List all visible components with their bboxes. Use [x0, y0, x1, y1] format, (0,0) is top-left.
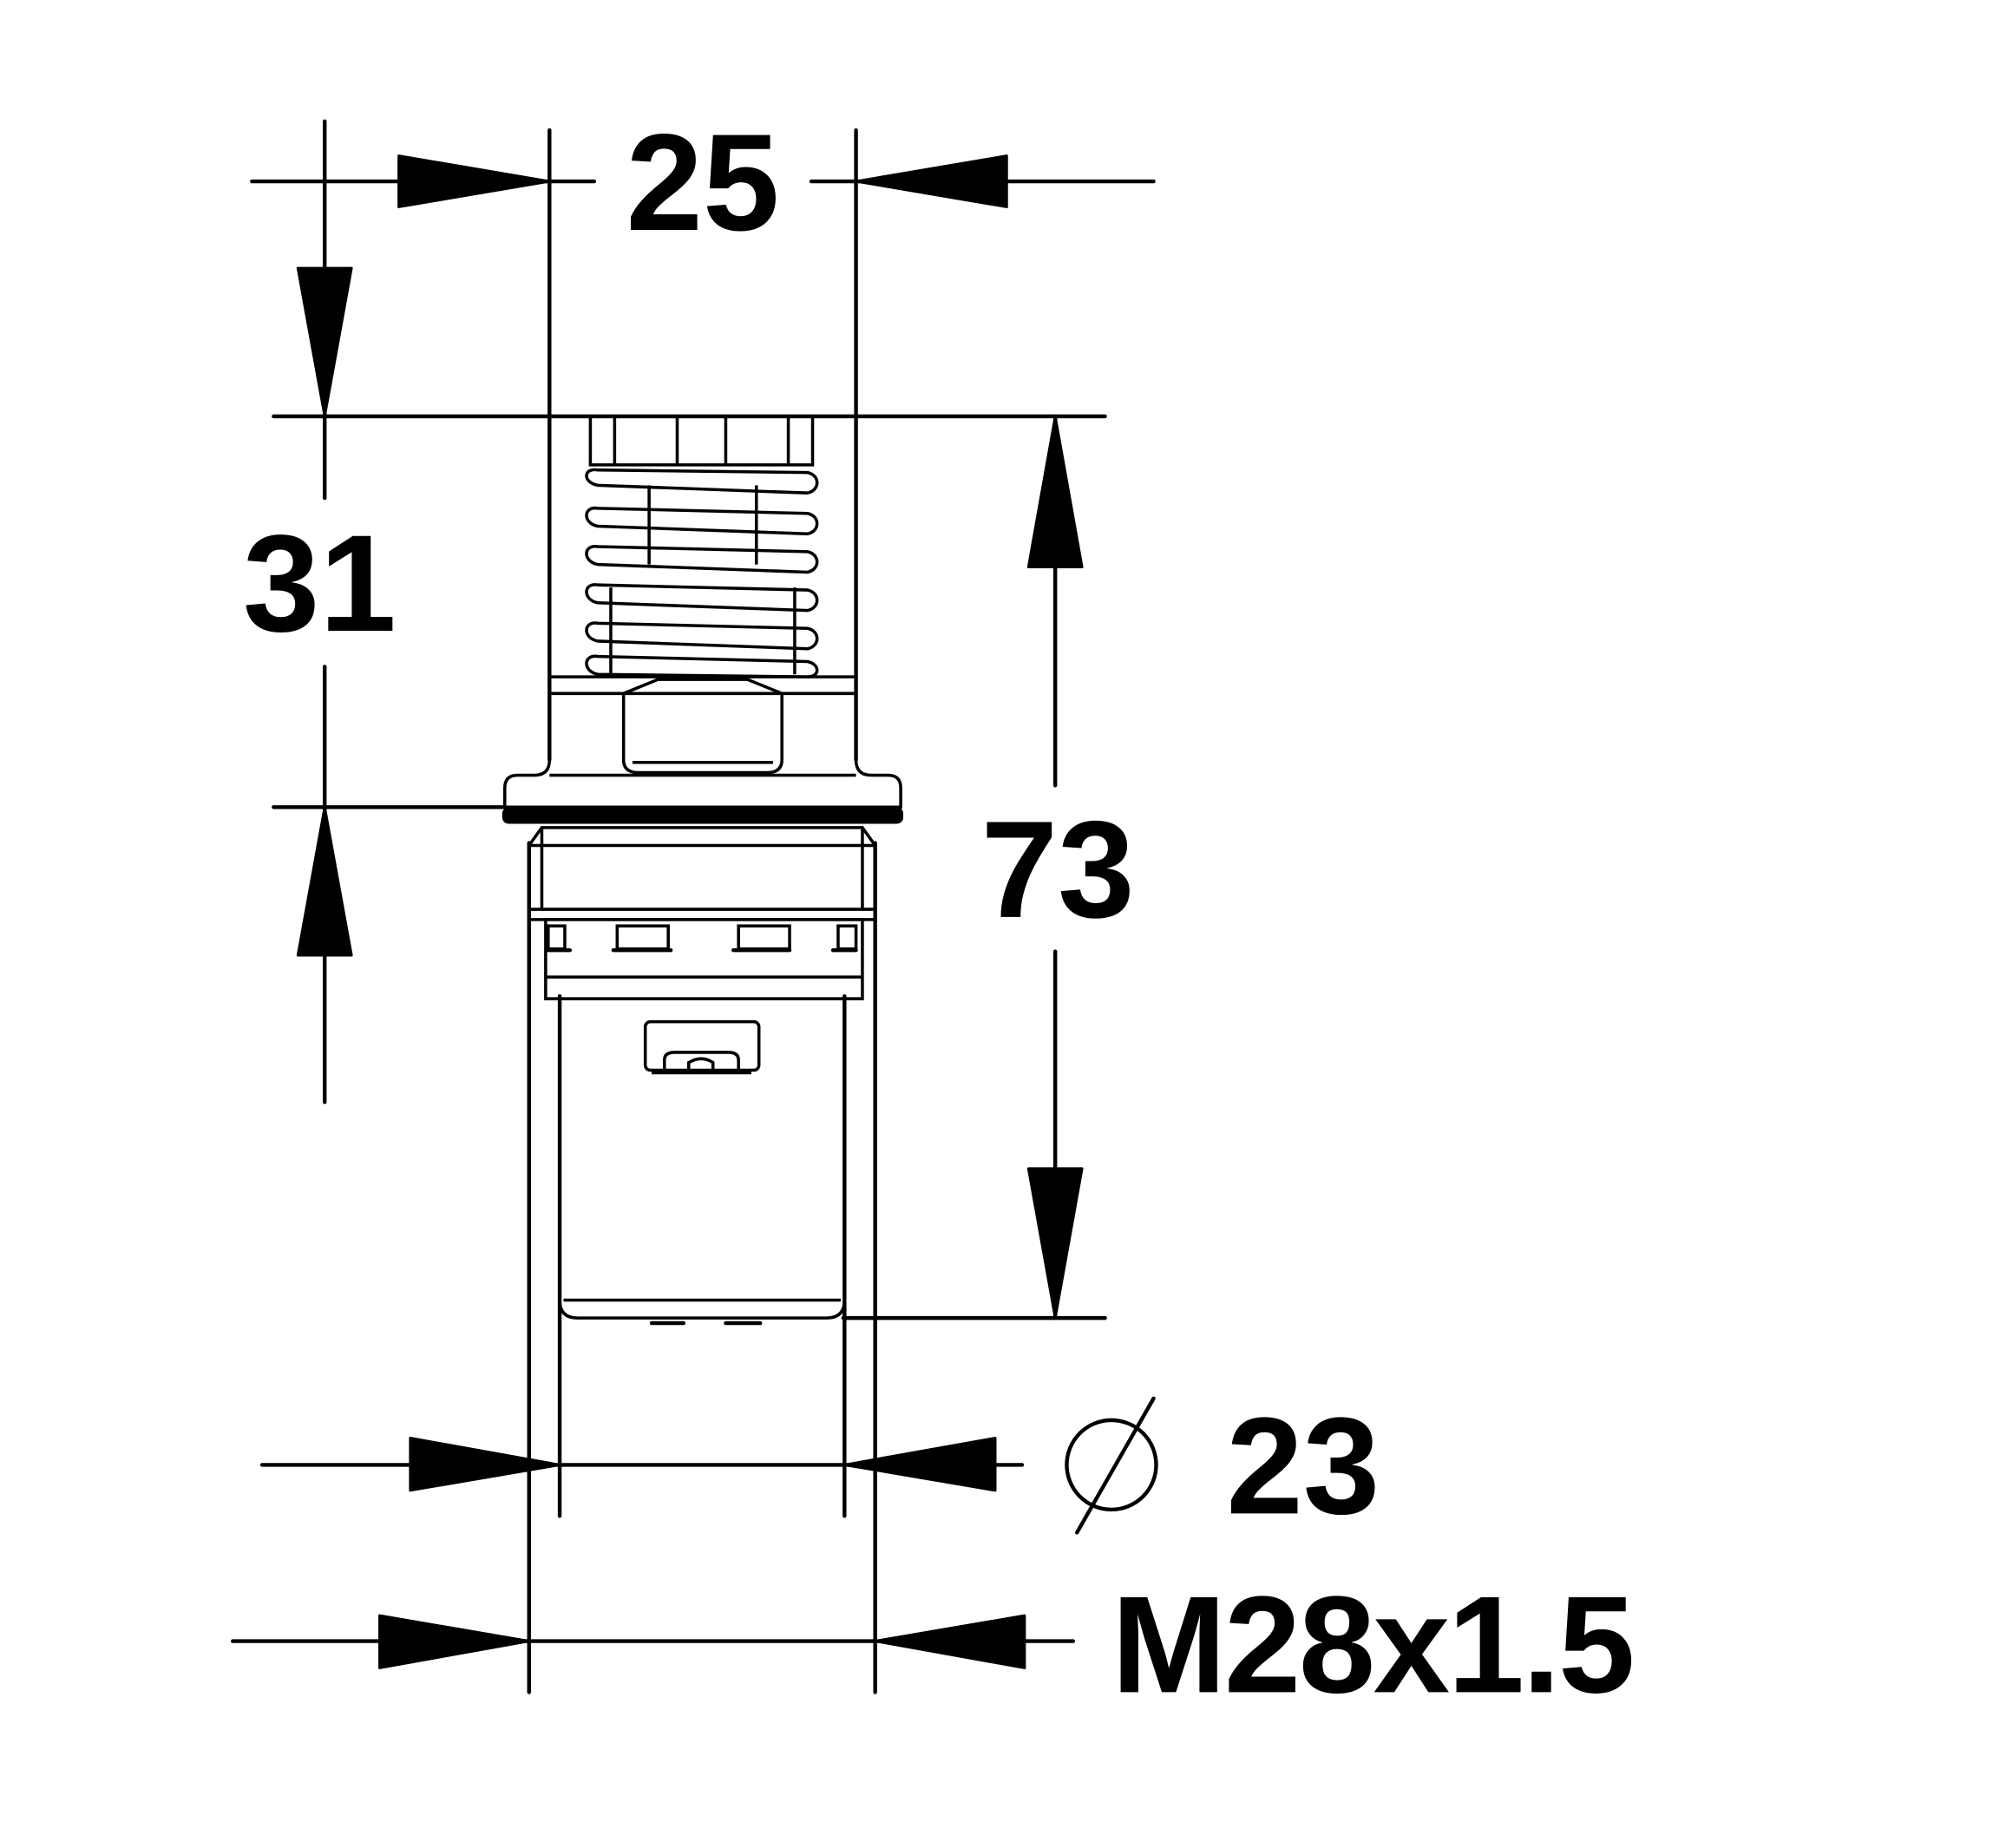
dimension-73: 73 — [841, 414, 1135, 1320]
arrow-left-icon — [842, 1437, 997, 1492]
arrow-down-icon — [296, 266, 353, 418]
dimension-label-thread: M28x1.5 — [1111, 1567, 1636, 1721]
arrow-left-icon — [855, 154, 1008, 208]
dimension-diameter-23: 23 — [259, 993, 1380, 1543]
diameter-icon — [1065, 1396, 1158, 1535]
dimension-25: 25 — [250, 105, 1156, 763]
dimension-31: 31 — [243, 119, 1107, 1104]
spring — [585, 468, 819, 678]
dimension-label-31: 31 — [243, 506, 397, 660]
arrow-right-icon — [409, 1437, 561, 1492]
arrow-right-icon — [397, 154, 551, 208]
arrow-down-icon — [1026, 1167, 1084, 1320]
dimension-label-25: 25 — [626, 105, 780, 259]
arrow-up-icon — [1026, 415, 1084, 569]
arrow-up-icon — [296, 805, 353, 957]
arrow-right-icon — [378, 1614, 531, 1669]
dimension-label-23: 23 — [1226, 1388, 1380, 1543]
arrow-left-icon — [874, 1614, 1026, 1669]
dimension-label-73: 73 — [981, 792, 1135, 947]
dimension-thread: M28x1.5 — [231, 841, 1636, 1721]
part-outline — [502, 415, 904, 1642]
